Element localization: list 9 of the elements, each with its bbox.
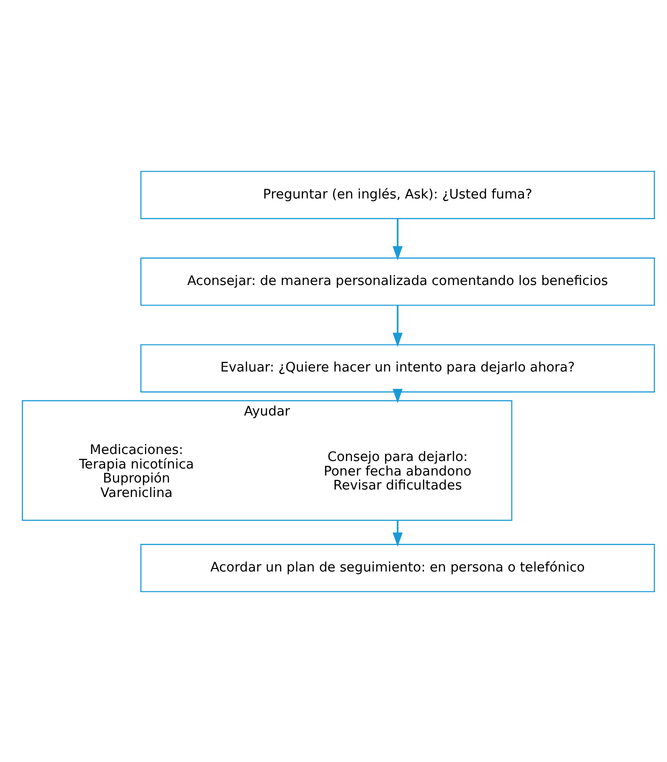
arrow (392, 388, 402, 403)
node-text: Medicaciones: Terapia nicotínica Bupropión Vareniclina (78, 442, 194, 500)
node-text: Consejo para dejarlo: Poner fecha abandono Revisar dificultades (323, 450, 471, 494)
arrow (392, 520, 402, 546)
node-box: Aconsejar: de manera personalizada comentando los beneficios (140, 257, 654, 306)
node-box: Preguntar (en inglés, Ask): ¿Usted fuma? (140, 170, 654, 219)
arrow (392, 218, 402, 260)
node-box: Acordar un plan de seguimiento: en persona o telefónico (140, 543, 654, 592)
arrow (392, 304, 402, 347)
